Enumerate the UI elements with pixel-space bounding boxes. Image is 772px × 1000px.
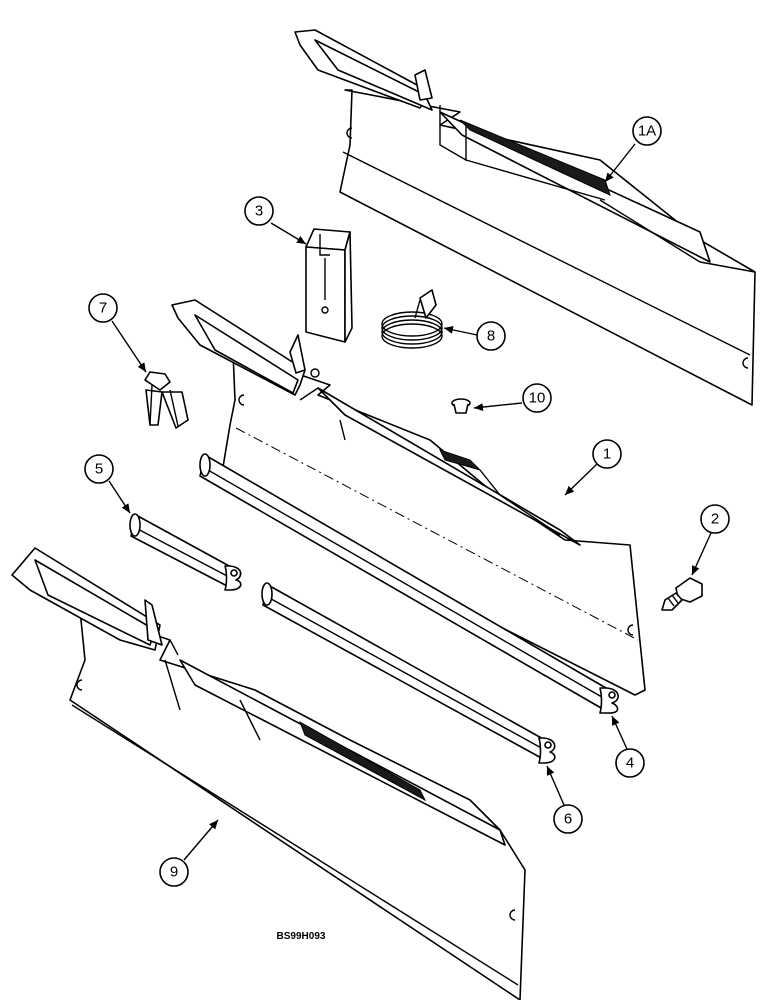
seal-strip-part-4 — [199, 453, 619, 714]
seal-strip-part-5 — [129, 513, 242, 591]
callout-10-circle — [522, 383, 552, 413]
callout-9: 9 — [170, 864, 178, 881]
callout-7: 7 — [99, 300, 107, 317]
callouts: 1A 3 8 7 10 1 5 2 4 6 9 — [84, 116, 730, 887]
callout-2-circle — [700, 504, 730, 534]
panel-1 — [171, 299, 646, 696]
callout-8: 8 — [487, 328, 495, 345]
callout-5-circle — [84, 454, 114, 484]
figure-code: BS99H093 — [277, 931, 326, 942]
callout-4-circle — [615, 748, 645, 778]
callout-10: 10 — [529, 390, 546, 407]
callout-2: 2 — [711, 511, 719, 528]
callout-5: 5 — [95, 461, 103, 478]
callout-1-circle — [592, 439, 622, 469]
callout-6: 6 — [564, 811, 572, 828]
callout-4: 4 — [626, 755, 634, 772]
panel-1a — [294, 29, 756, 406]
callout-8-circle — [476, 321, 506, 351]
coil-part-8 — [381, 289, 443, 349]
screw-part-2 — [661, 577, 703, 611]
callout-1: 1 — [603, 446, 611, 463]
callout-6-circle — [553, 804, 583, 834]
callout-3-circle — [244, 196, 274, 226]
callout-1a-circle — [632, 116, 662, 146]
block-part-3 — [305, 228, 353, 343]
callout-9-circle — [159, 857, 189, 887]
seal-strip-part-6 — [261, 582, 556, 764]
plug-part-10 — [451, 398, 471, 414]
callout-3: 3 — [255, 203, 263, 220]
panel-9 — [11, 547, 526, 1000]
callout-7-circle — [88, 293, 118, 323]
callout-1a: 1A — [638, 123, 656, 140]
clip-part-7 — [144, 371, 189, 429]
